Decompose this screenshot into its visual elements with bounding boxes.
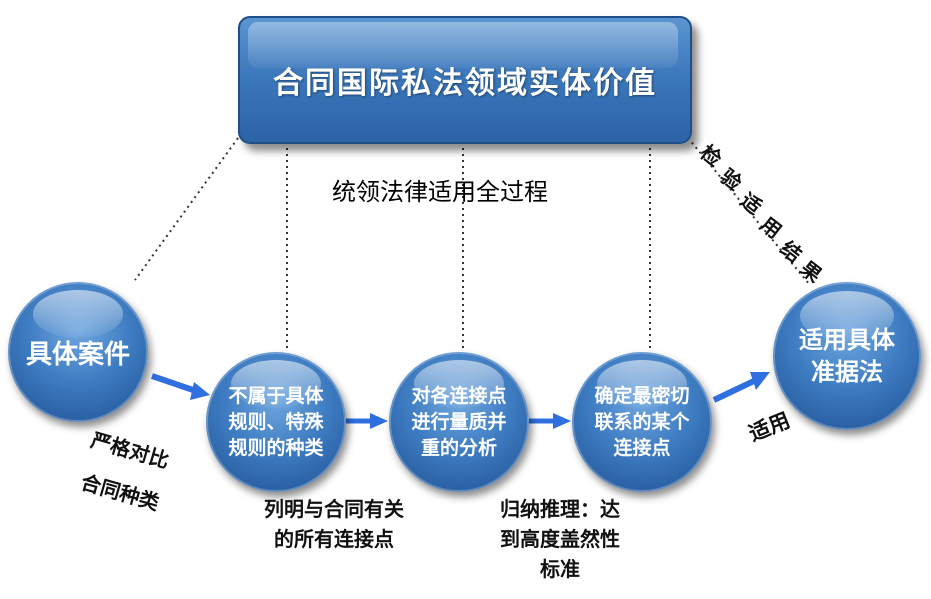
top-value-box: 合同国际私法领域实体价值: [238, 16, 692, 144]
arrow-case-to-step1: [151, 373, 197, 394]
edge-label-check-result: 检 验 适 用 结 果: [696, 140, 872, 287]
node-step2-label: 对各连接点 进行量质并 重的分析: [411, 385, 507, 459]
check-char: 验: [715, 164, 747, 196]
node-case-label: 具体案件: [25, 339, 130, 370]
arrow-head-4: [750, 372, 770, 390]
node-shine: [799, 290, 895, 342]
unify-label: 统领法律适用全过程: [332, 178, 548, 206]
node-shine: [414, 360, 504, 408]
edge-label-induction: 归纳推理：达 到高度盖然性 标准: [500, 497, 620, 581]
top-box-title: 合同国际私法领域实体价值: [273, 66, 657, 101]
edge-label-list-all: 列明与合同有关 的所有连接点: [264, 497, 404, 551]
node-step1-label: 不属于具体 规则、特殊 规则的种类: [228, 385, 324, 459]
top-box-gloss: [248, 22, 678, 68]
node-case: 具体案件: [8, 282, 148, 422]
node-result: 适用具体 准据法: [773, 282, 921, 430]
node-step3: 确定最密切 联系的某个 连接点: [572, 352, 712, 492]
arrow-head-3: [553, 413, 571, 429]
node-result-label: 适用具体 准据法: [799, 326, 895, 386]
dotted-line-to-result: [687, 137, 811, 286]
node-shine: [33, 290, 123, 338]
arrow-step3-to-result: [712, 377, 758, 403]
arrow-head-1: [190, 382, 210, 400]
node-step2: 对各连接点 进行量质并 重的分析: [389, 352, 529, 492]
check-char: 适: [735, 188, 767, 220]
node-step1: 不属于具体 规则、特殊 规则的种类: [206, 352, 346, 492]
node-shine: [231, 360, 321, 408]
node-shine: [597, 360, 687, 408]
check-char: 用: [755, 212, 787, 244]
arrow-head-2: [370, 413, 388, 429]
dotted-line-to-case: [134, 137, 239, 281]
node-step3-label: 确定最密切 联系的某个 连接点: [594, 385, 690, 459]
